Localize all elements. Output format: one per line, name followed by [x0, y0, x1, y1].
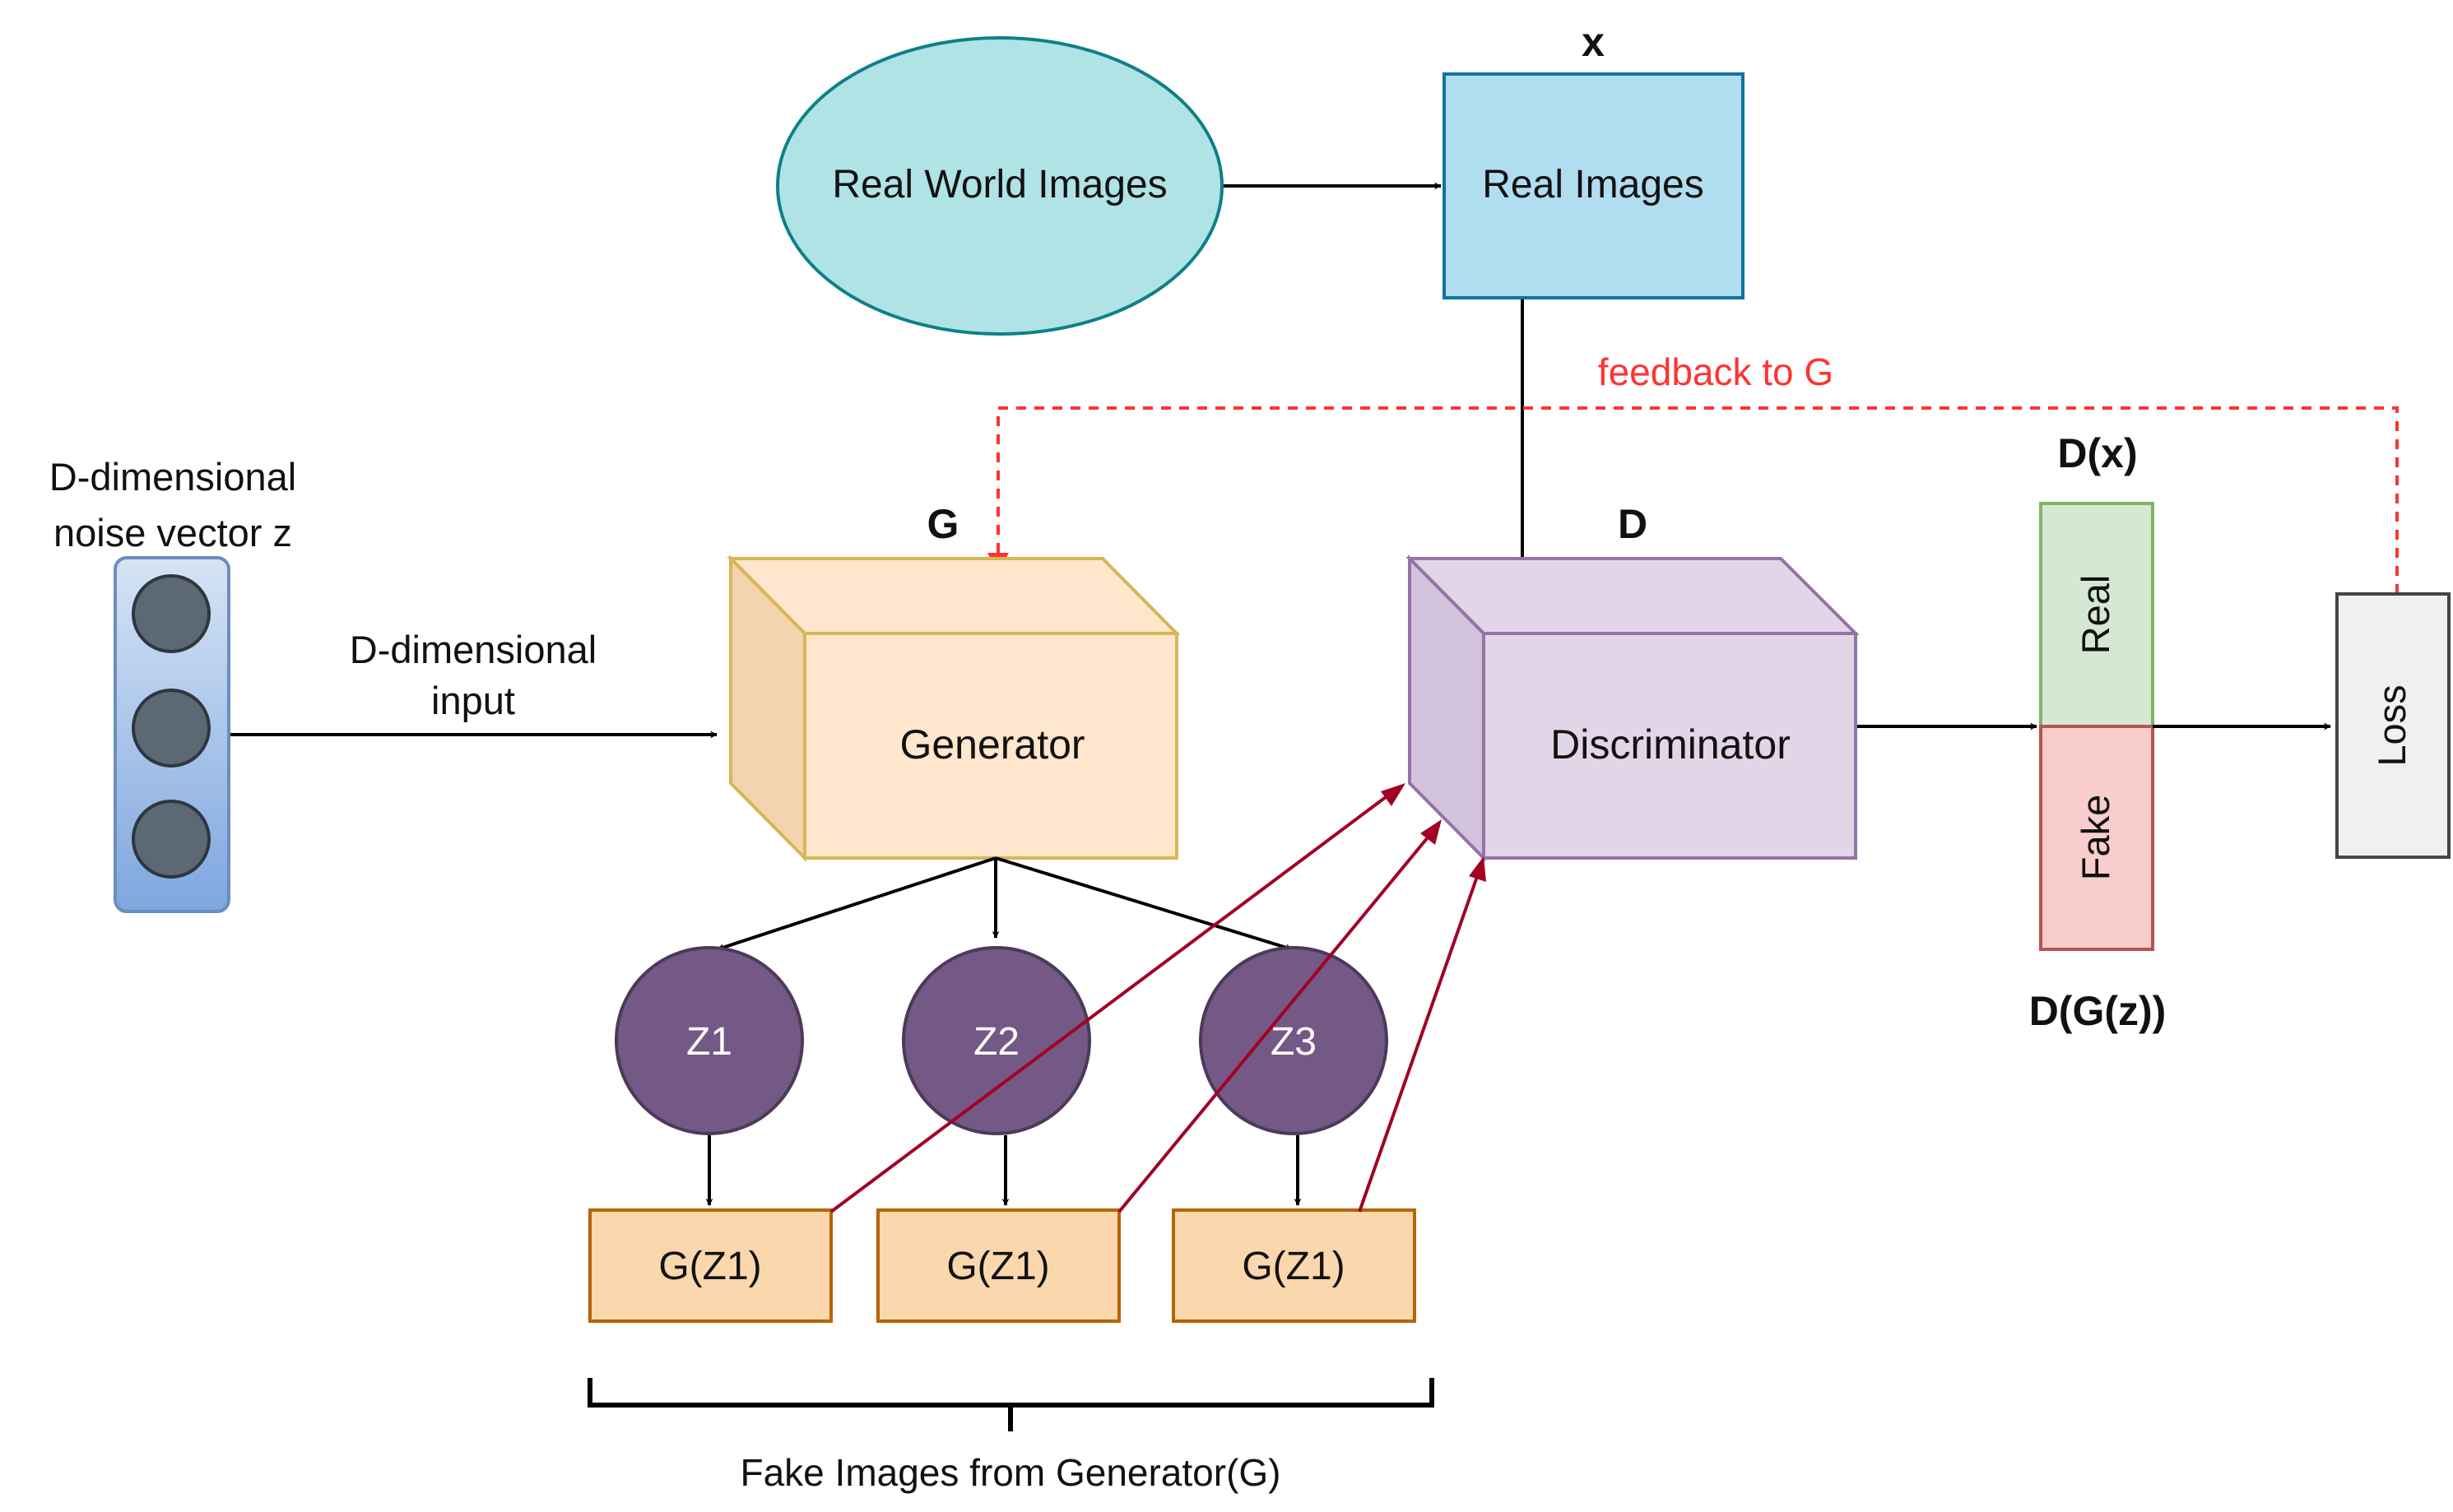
x-label: x: [1582, 19, 1605, 65]
generator-label: Generator: [899, 721, 1085, 768]
generator-top-face: [727, 557, 1181, 635]
discriminator-top-face: [1405, 557, 1860, 635]
feedback-line: [997, 406, 2399, 594]
real-world-images-ellipse: [776, 36, 1224, 336]
gz1-rect: [588, 1208, 833, 1323]
z-node-2: Z2: [902, 946, 1091, 1135]
arrow-generator-to-z3: [995, 856, 1293, 951]
discriminator-label: Discriminator: [1550, 721, 1791, 768]
noise-dot-3: [132, 800, 211, 879]
z3-circle: [1199, 946, 1388, 1135]
real-images-box: [1443, 72, 1745, 299]
generator-node: G Generator: [727, 501, 1181, 862]
real-cell: [2039, 502, 2154, 728]
fake-arrow-3: [1358, 871, 1480, 1213]
z-node-1: Z1: [615, 946, 804, 1135]
gz-box-2: G(Z1): [876, 1208, 1121, 1323]
d-label: D: [1618, 501, 1647, 547]
gz-box-3: G(Z1): [1172, 1208, 1416, 1323]
z1-circle: [615, 946, 804, 1135]
discriminator-front-face: [1482, 632, 1857, 860]
real-world-images-node: Real World Images: [776, 36, 1224, 336]
loss-node: Loss: [2335, 592, 2451, 859]
fake-cell: [2039, 725, 2154, 951]
input-label-line1: D-dimensional: [350, 628, 597, 671]
fake-arrow-2-head: [1420, 819, 1442, 845]
gz-box-1: G(Z1): [588, 1208, 833, 1323]
feedback-label: feedback to G: [1598, 350, 1833, 393]
discriminator-node: D Discriminator: [1405, 501, 1860, 862]
real-images-label: Real Images: [1482, 163, 1703, 206]
gz2-label: G(Z1): [946, 1245, 1049, 1288]
gz3-rect: [1172, 1208, 1416, 1323]
loss-label: Loss: [2370, 684, 2414, 766]
z3-label: Z3: [1271, 1020, 1317, 1064]
noise-vector-label-line1: D-dimensional: [49, 455, 296, 499]
gz3-label: G(Z1): [1242, 1245, 1345, 1288]
input-label-line2: input: [431, 679, 515, 722]
real-world-images-label: Real World Images: [832, 163, 1167, 206]
fake-arrow-1: [829, 791, 1394, 1213]
noise-dot-2: [132, 689, 211, 768]
fake-arrow-1-head: [1381, 783, 1405, 806]
arrow-generator-to-z1: [717, 856, 997, 951]
z1-label: Z1: [686, 1020, 732, 1064]
z2-circle: [902, 946, 1091, 1135]
dx-label: D(x): [2057, 430, 2137, 476]
z-node-3: Z3: [1199, 946, 1388, 1135]
fake-arrow-2: [1117, 831, 1433, 1213]
real-images-node: Real Images x: [1443, 19, 1745, 299]
noise-vector: D-dimensional noise vector z: [49, 455, 296, 913]
fake-images-caption: Fake Images from Generator(G): [741, 1451, 1281, 1494]
noise-vector-label-line2: noise vector z: [53, 511, 292, 554]
gz1-label: G(Z1): [658, 1245, 761, 1288]
z2-label: Z2: [973, 1020, 1020, 1064]
g-label: G: [927, 501, 959, 547]
output-column: D(x) Real Fake D(G(z)): [2029, 430, 2167, 1034]
fake-arrow-3-head: [1469, 856, 1486, 882]
fake-image-arrows: [829, 783, 1486, 1213]
fake-images-bracket: [588, 1378, 1434, 1431]
fake-label: Fake: [2074, 795, 2117, 881]
loss-box: [2335, 592, 2451, 859]
dgz-label: D(G(z)): [2029, 988, 2167, 1034]
noise-dot-1: [132, 574, 211, 653]
gz2-rect: [876, 1208, 1121, 1323]
real-label: Real: [2074, 575, 2117, 655]
